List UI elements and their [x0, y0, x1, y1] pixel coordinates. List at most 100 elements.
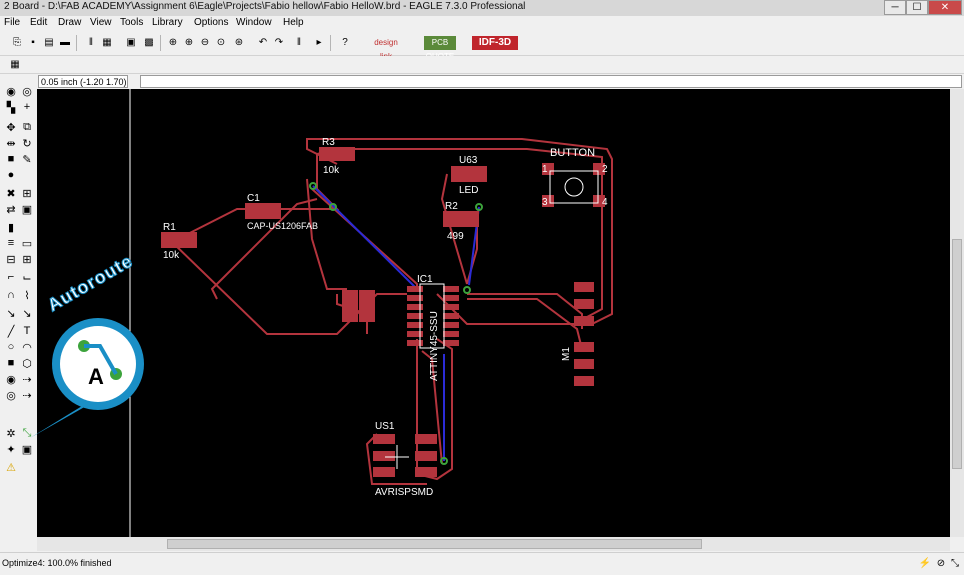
- ic-pin-10: [443, 304, 459, 310]
- move-icon[interactable]: ✥: [6, 121, 16, 134]
- label-r2: R2: [445, 201, 458, 212]
- zoom-fit-icon[interactable]: ⊕: [168, 36, 178, 48]
- show-icon[interactable]: ◎: [22, 85, 32, 98]
- value-icon[interactable]: ▭: [21, 237, 33, 250]
- route-icon[interactable]: ⌇: [24, 289, 30, 302]
- maximize-button[interactable]: ☐: [906, 0, 928, 15]
- design-link-button[interactable]: design link: [374, 38, 398, 61]
- optimize-icon[interactable]: ⊞: [22, 253, 32, 266]
- zoom-select-icon[interactable]: ⊛: [234, 36, 244, 48]
- menu-draw[interactable]: Draw: [58, 17, 82, 28]
- ratsnest-icon[interactable]: ✲: [6, 427, 16, 440]
- cam-icon[interactable]: ▬: [60, 36, 70, 48]
- command-row: 0.05 inch (-1.20 1.70): [0, 74, 964, 90]
- text-icon[interactable]: T: [23, 325, 31, 337]
- add-icon[interactable]: ⊞: [22, 187, 32, 200]
- menu-file[interactable]: File: [4, 17, 21, 28]
- smash-icon[interactable]: ≡: [7, 237, 15, 249]
- c1-pad: [245, 203, 281, 219]
- label-ic1-value: ATTINY45-SSU: [429, 311, 440, 381]
- us1-pad-3: [373, 467, 395, 477]
- attribute-icon[interactable]: ◎: [6, 389, 16, 402]
- u63-pad: [451, 166, 487, 182]
- rect-icon[interactable]: ■: [7, 357, 15, 369]
- us1-pad-2: [373, 451, 395, 461]
- display-icon[interactable]: ▚: [6, 101, 16, 114]
- idf-3d-button[interactable]: IDF-3D: [472, 36, 518, 50]
- us1-pad-6: [415, 467, 437, 477]
- save-icon[interactable]: ▪: [31, 36, 35, 48]
- zoom-redraw-icon[interactable]: ⊙: [216, 36, 226, 48]
- undo-icon[interactable]: ↶: [258, 36, 268, 48]
- help-icon[interactable]: ?: [342, 36, 348, 48]
- board-view-icon[interactable]: ▩: [144, 36, 154, 48]
- board-canvas[interactable]: R3 10k C1 CAP-US1206FAB R1 10k U63 LED R…: [37, 89, 950, 537]
- stop-status-icon[interactable]: ⊘: [936, 557, 946, 569]
- horizontal-scrollbar[interactable]: [37, 537, 950, 551]
- wire-icon[interactable]: ↘: [6, 307, 16, 320]
- pcb-drawing: R3 10k C1 CAP-US1206FAB R1 10k U63 LED R…: [129, 89, 613, 537]
- signal-icon[interactable]: ↘: [22, 307, 32, 320]
- zoom-out-icon[interactable]: ⊖: [200, 36, 210, 48]
- horizontal-scroll-thumb[interactable]: [167, 539, 702, 549]
- menu-window[interactable]: Window: [236, 17, 272, 28]
- menu-view[interactable]: View: [90, 17, 112, 28]
- rotate-icon[interactable]: ↻: [22, 137, 32, 150]
- menu-library[interactable]: Library: [152, 17, 183, 28]
- split-icon[interactable]: ⊟: [6, 253, 16, 266]
- open-icon[interactable]: ⎘: [13, 36, 21, 48]
- drc-icon[interactable]: ✦: [6, 443, 16, 456]
- btn-pad-4: [593, 195, 605, 207]
- redo-icon[interactable]: ↷: [274, 36, 284, 48]
- miter-icon[interactable]: ⌐: [7, 271, 15, 283]
- zoom-in-icon[interactable]: ⊕: [184, 36, 194, 48]
- status-bar: Optimize4: 100.0% finished ⚡ ⊘ ⤡: [0, 552, 964, 575]
- via-1: [309, 182, 317, 190]
- menu-tools[interactable]: Tools: [120, 17, 144, 28]
- info-icon[interactable]: ◉: [6, 85, 16, 98]
- errors-icon[interactable]: ▣: [21, 443, 33, 456]
- meander-icon[interactable]: ∩: [7, 289, 15, 301]
- script-icon[interactable]: ▣: [126, 36, 136, 48]
- label-btn-2: 2: [602, 164, 608, 175]
- menu-options[interactable]: Options: [194, 17, 229, 28]
- lock-icon[interactable]: ▣: [21, 203, 33, 216]
- stop-icon[interactable]: ‖: [296, 36, 302, 48]
- circle-icon[interactable]: ○: [7, 341, 15, 353]
- vertical-scroll-thumb[interactable]: [952, 239, 962, 469]
- close-button[interactable]: ✕: [928, 0, 962, 15]
- paste-icon[interactable]: ●: [7, 169, 15, 181]
- autoroute-icon[interactable]: ⤡: [22, 426, 32, 439]
- line-icon[interactable]: ╱: [7, 325, 15, 338]
- delete-icon[interactable]: ✖: [6, 187, 16, 200]
- ic-pin-9: [443, 295, 459, 301]
- replace-icon[interactable]: ⇄: [6, 203, 16, 216]
- minimize-button[interactable]: ─: [884, 0, 906, 15]
- dimension-icon[interactable]: ⇢: [22, 389, 32, 402]
- command-input[interactable]: [140, 75, 962, 88]
- hole-icon[interactable]: ⇢: [22, 373, 32, 386]
- grid-icon[interactable]: ▦: [10, 58, 20, 70]
- name-icon[interactable]: ▮: [7, 221, 15, 234]
- polygon-icon[interactable]: ⬡: [22, 357, 32, 370]
- via-icon[interactable]: ◉: [6, 373, 16, 386]
- mirror-icon[interactable]: ⇹: [6, 137, 16, 150]
- mark-icon[interactable]: +: [23, 101, 31, 113]
- ripup-icon[interactable]: ⌙: [22, 271, 32, 284]
- layer-icon[interactable]: ‖: [88, 36, 94, 48]
- menu-help[interactable]: Help: [283, 17, 304, 28]
- change-icon[interactable]: ✎: [22, 153, 32, 166]
- warning-icon[interactable]: ⚠: [6, 461, 16, 474]
- go-icon[interactable]: ▸: [316, 36, 322, 48]
- menu-edit[interactable]: Edit: [30, 17, 48, 28]
- arc-icon[interactable]: ◠: [22, 341, 32, 354]
- pcb-quote-button[interactable]: PCB QUOTE: [424, 36, 456, 61]
- group-icon[interactable]: ■: [7, 153, 15, 165]
- board-icon[interactable]: ▦: [102, 36, 112, 48]
- vertical-scrollbar[interactable]: [950, 89, 964, 537]
- r3-pad: [319, 147, 355, 161]
- print-icon[interactable]: ▤: [44, 36, 54, 48]
- label-button: BUTTON: [550, 147, 595, 159]
- silkscreen: [385, 170, 599, 469]
- copy-icon[interactable]: ⧉: [23, 120, 31, 133]
